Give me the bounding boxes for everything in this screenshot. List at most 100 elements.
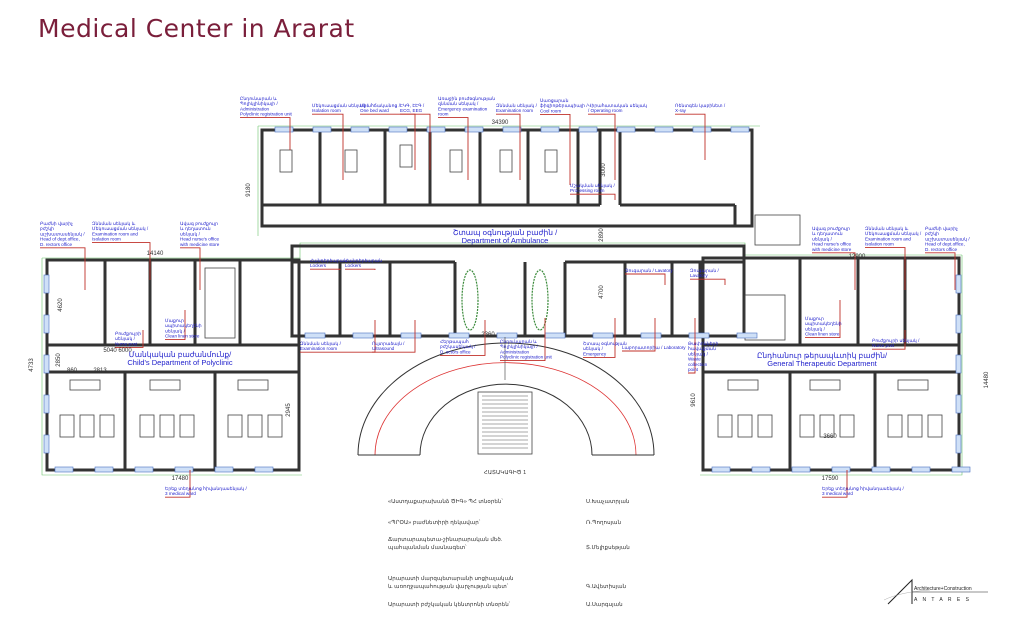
bed [839, 414, 855, 438]
dimension-label: 12900 [849, 254, 866, 260]
room-label: Լաբորատորիա / Laboratory [622, 345, 686, 351]
dimension-label: 4733 [29, 358, 35, 372]
leader-line [310, 268, 341, 270]
bed [927, 414, 943, 438]
bed [717, 414, 733, 438]
bed [59, 414, 75, 438]
window [951, 466, 971, 473]
window [640, 332, 662, 339]
leader-line [240, 117, 291, 150]
leader-line [865, 247, 906, 290]
window [544, 332, 566, 339]
leader-line [92, 242, 151, 280]
room-label: Երեք տեղանոց հիվանդասենյակ /3 medical wa… [822, 486, 904, 496]
window [955, 274, 962, 294]
window [791, 466, 811, 473]
dimension-label: 6000 [118, 348, 132, 354]
antares-logo: Architecture+Construction A N T A R E S [883, 578, 988, 605]
room-label: Ուլտրաձայն /Ultrasound [372, 341, 405, 351]
window [400, 332, 422, 339]
exam-bed [399, 144, 413, 168]
leader-line [500, 318, 546, 362]
window [730, 126, 750, 133]
dimension-label: 2360 [481, 332, 495, 338]
window [43, 274, 50, 294]
window [692, 126, 712, 133]
dimension-label: 860 [67, 368, 78, 374]
leader-line [165, 310, 186, 341]
leader-line [115, 330, 144, 348]
window [350, 126, 370, 133]
window [352, 332, 374, 339]
leader-line [622, 318, 656, 352]
bed [907, 414, 923, 438]
dimension-label: 3660 [823, 434, 837, 440]
room-label: Երեք տեղանոց հիվանդասենյակ /3 medical wa… [165, 486, 247, 496]
leader-line [588, 113, 616, 180]
window [955, 354, 962, 374]
approval-org: Արարատի բժշկական կենտրոնի տնօրեն՝ [388, 601, 511, 608]
window [388, 126, 408, 133]
window [174, 466, 194, 473]
leader-line [40, 247, 86, 290]
leader-line [180, 247, 201, 290]
leader-line [540, 113, 571, 185]
leader-line [165, 470, 191, 498]
leader-line [312, 113, 344, 180]
bed [159, 414, 175, 438]
approval-name: Տ.Մելիքսեթյան [586, 544, 630, 551]
window [751, 466, 771, 473]
window [214, 466, 234, 473]
room-label: Զուգարան /Lavatory [690, 268, 720, 278]
window [911, 466, 931, 473]
approval-name: Ռ.Պողոսյան [586, 519, 622, 526]
window [254, 466, 274, 473]
window [464, 126, 484, 133]
room-label: Զննման սենյակ /Examination room [496, 103, 538, 113]
bed [227, 414, 243, 438]
planter [531, 269, 549, 331]
windows [43, 126, 971, 473]
bed [737, 414, 753, 438]
window [43, 354, 50, 374]
window [578, 126, 598, 133]
room-label: Ռենտգեն կաբինետ /X-ray [675, 103, 726, 113]
exam-bed [449, 149, 463, 173]
logo-name: A N T A R E S [914, 597, 971, 603]
approval-org: «Աստղաքարախանձ ԾԻԳ» ՊՀ տնօրեն՝ [388, 498, 503, 505]
window [426, 126, 446, 133]
window [955, 434, 962, 454]
bed [819, 414, 835, 438]
leader-line [675, 113, 706, 160]
window [955, 314, 962, 334]
window [736, 332, 758, 339]
dimension-label: 9610 [691, 393, 697, 407]
bed [99, 414, 115, 438]
cabinet [69, 379, 101, 391]
leader-line [400, 113, 431, 170]
dimension-label: 2850 [56, 353, 62, 367]
leader-line [690, 278, 726, 285]
bed [79, 414, 95, 438]
window [448, 332, 470, 339]
leader-line [872, 330, 906, 350]
dimension-label: 17480 [172, 476, 189, 482]
window [831, 466, 851, 473]
window [134, 466, 154, 473]
room-label: Մեկուսացման սենյակ /Isolation room [312, 103, 369, 113]
window [54, 466, 74, 473]
window [274, 126, 294, 133]
cabinet [237, 379, 269, 391]
leader-line [372, 320, 416, 353]
